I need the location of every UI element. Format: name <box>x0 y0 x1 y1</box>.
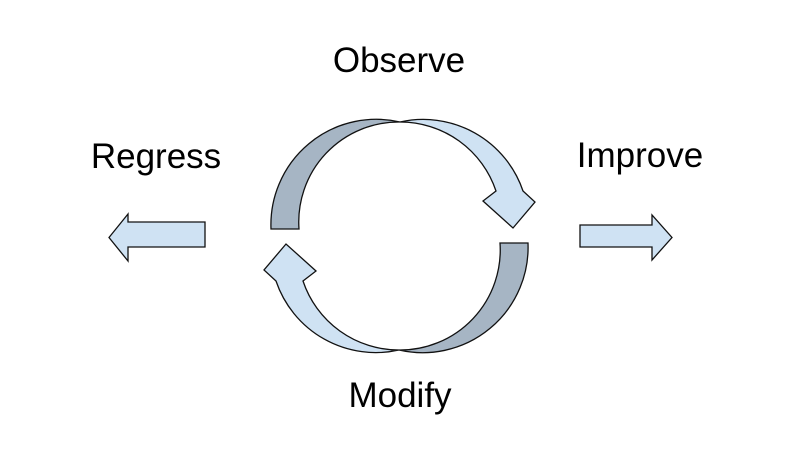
label-observe: Observe <box>332 40 466 80</box>
cycle-arrow-bottom-tail <box>398 242 529 354</box>
label-improve: Improve <box>576 135 704 175</box>
cycle-arrow-bottom-head <box>263 243 400 354</box>
cycle-arrow-top <box>270 118 536 230</box>
regress-arrow-icon <box>108 212 206 263</box>
improve-arrow-icon <box>579 213 673 262</box>
cycle-arrow-top-tail <box>270 118 401 230</box>
cycle-arrow-bottom <box>263 242 529 354</box>
label-modify: Modify <box>348 375 452 415</box>
cycle-arrow-top-head <box>399 118 536 229</box>
label-regress: Regress <box>90 136 222 176</box>
